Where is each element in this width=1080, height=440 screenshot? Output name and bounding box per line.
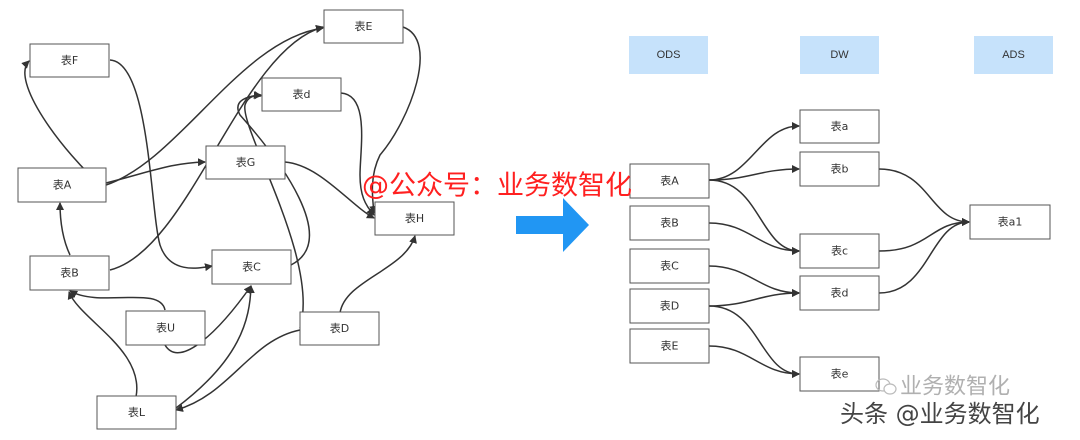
wechat-icon bbox=[875, 378, 897, 395]
table-node-h[interactable]: 表H bbox=[374, 201, 455, 236]
dw-nodes: 表a 表b 表c 表d 表e bbox=[799, 109, 880, 392]
table-node-g-label: 表G bbox=[236, 155, 256, 169]
edge-d-dl bbox=[175, 329, 301, 412]
edge-g-h bbox=[284, 161, 375, 219]
edge-u-b bbox=[69, 290, 166, 311]
left-nodes: 表F 表E 表d 表A 表G 表H 表B 表C bbox=[17, 9, 455, 430]
dw-table-c-label: 表c bbox=[831, 244, 848, 258]
table-node-f-label: 表F bbox=[61, 53, 78, 67]
table-node-a-label: 表A bbox=[53, 178, 72, 192]
edge-oa-c bbox=[708, 179, 800, 255]
edge-e-h bbox=[369, 26, 421, 214]
dw-table-b-label: 表b bbox=[831, 162, 849, 176]
edge-c-a1 bbox=[878, 218, 970, 252]
table-node-b[interactable]: 表B bbox=[29, 255, 110, 291]
dw-table-a[interactable]: 表a bbox=[799, 109, 880, 144]
table-node-h-label: 表H bbox=[405, 211, 424, 225]
edge-l-b bbox=[67, 291, 138, 398]
table-node-d-label: 表D bbox=[330, 321, 349, 335]
footer-wechat-name: 业务数智化 bbox=[900, 375, 1010, 400]
ods-table-b-label: 表B bbox=[660, 216, 679, 230]
transform-arrow-icon bbox=[516, 198, 589, 252]
ods-table-a[interactable]: 表A bbox=[629, 163, 710, 199]
edge-f-h bbox=[109, 59, 213, 272]
ads-nodes: 表a1 bbox=[969, 204, 1051, 240]
table-node-a[interactable]: 表A bbox=[17, 167, 107, 203]
edge-oa-b bbox=[708, 165, 800, 181]
table-node-e-label: 表E bbox=[355, 19, 373, 33]
dw-table-b[interactable]: 表b bbox=[799, 151, 880, 187]
right-edges bbox=[708, 122, 970, 378]
ods-table-a-label: 表A bbox=[660, 174, 679, 188]
dw-table-c[interactable]: 表c bbox=[799, 233, 880, 269]
edge-b-a bbox=[56, 202, 71, 256]
table-node-u[interactable]: 表U bbox=[125, 310, 206, 346]
layer-ods-label: ODS bbox=[657, 49, 681, 61]
table-node-e[interactable]: 表E bbox=[323, 9, 404, 44]
edge-d-a1 bbox=[878, 218, 970, 294]
layer-headers: ODS DW ADS bbox=[629, 36, 1053, 74]
table-node-d[interactable]: 表D bbox=[299, 311, 380, 346]
table-node-lower-d-label: 表d bbox=[293, 87, 311, 101]
ods-table-d-label: 表D bbox=[660, 299, 679, 313]
table-node-l[interactable]: 表L bbox=[96, 395, 177, 430]
dw-table-e[interactable]: 表e bbox=[799, 356, 880, 392]
edge-d-h2 bbox=[339, 235, 417, 314]
edge-a-e bbox=[105, 25, 324, 186]
ads-table-a1-label: 表a1 bbox=[998, 215, 1023, 229]
ods-table-e[interactable]: 表E bbox=[629, 328, 710, 364]
ads-table-a1[interactable]: 表a1 bbox=[969, 204, 1051, 240]
layer-ads: ADS bbox=[974, 36, 1053, 74]
table-node-u-label: 表U bbox=[156, 321, 175, 335]
footer-watermark: 业务数智化 头条 @业务数智化 bbox=[840, 375, 1040, 429]
edge-d-h bbox=[340, 92, 375, 216]
dw-table-d[interactable]: 表d bbox=[799, 275, 880, 311]
edge-ob-c bbox=[708, 222, 800, 255]
table-node-b-label: 表B bbox=[60, 266, 79, 280]
table-node-l-label: 表L bbox=[128, 405, 146, 419]
ods-table-c[interactable]: 表C bbox=[629, 248, 710, 284]
edge-l-c bbox=[175, 285, 255, 409]
table-node-g[interactable]: 表G bbox=[205, 145, 286, 180]
edge-od-d bbox=[708, 289, 800, 307]
ods-nodes: 表A 表B 表C 表D 表E bbox=[629, 163, 710, 364]
edge-od-e bbox=[708, 305, 800, 378]
table-node-c[interactable]: 表C bbox=[211, 249, 292, 285]
layer-ads-label: ADS bbox=[1002, 49, 1025, 61]
edge-oc-d bbox=[708, 265, 800, 297]
edge-a-g bbox=[105, 158, 206, 184]
ods-table-e-label: 表E bbox=[661, 339, 679, 353]
ods-table-b[interactable]: 表B bbox=[629, 205, 710, 241]
table-node-lower-d[interactable]: 表d bbox=[261, 77, 342, 112]
layer-ods: ODS bbox=[629, 36, 708, 74]
watermark-text: @公众号：业务数智化 bbox=[362, 171, 632, 202]
layer-dw: DW bbox=[800, 36, 879, 74]
edge-oa-a bbox=[708, 122, 800, 181]
ods-table-d[interactable]: 表D bbox=[629, 288, 710, 324]
edge-d-lower-d bbox=[244, 90, 304, 329]
table-node-f[interactable]: 表F bbox=[29, 43, 110, 78]
left-edges bbox=[21, 25, 421, 412]
layer-dw-label: DW bbox=[830, 49, 849, 61]
edge-b-a1 bbox=[878, 168, 970, 226]
dw-table-d-label: 表d bbox=[831, 286, 849, 300]
edge-c-d bbox=[237, 91, 311, 266]
footer-source: 头条 @业务数智化 bbox=[840, 400, 1040, 428]
ods-table-c-label: 表C bbox=[660, 259, 679, 273]
dw-table-a-label: 表a bbox=[831, 119, 849, 133]
edge-oe-e bbox=[708, 345, 800, 378]
table-node-c-label: 表C bbox=[242, 260, 261, 274]
dw-table-e-label: 表e bbox=[831, 367, 849, 381]
